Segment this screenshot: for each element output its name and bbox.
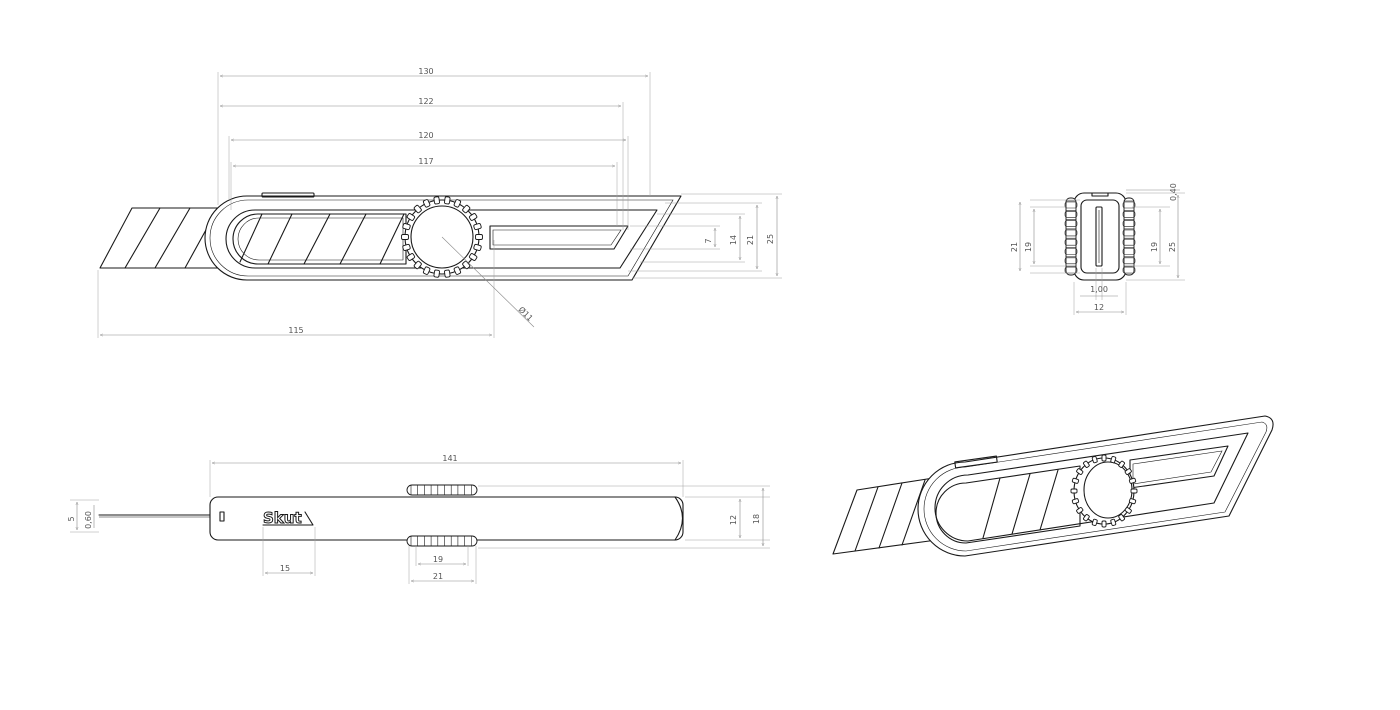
top-view: Skut 141 5 0,60 15 19	[67, 454, 770, 584]
end-dim-25: 25	[1168, 242, 1177, 252]
dim-117: 117	[418, 157, 433, 166]
dim-115: 115	[288, 326, 303, 335]
dim-130: 130	[418, 67, 433, 76]
top-dim-5: 5	[67, 516, 76, 521]
top-dim-15: 15	[280, 564, 290, 573]
dim-25: 25	[766, 234, 775, 244]
top-dim-141: 141	[442, 454, 457, 463]
logo-text: Skut	[263, 509, 302, 527]
dim-21: 21	[746, 235, 755, 245]
end-dim-12: 12	[1094, 303, 1104, 312]
top-dimensions: 141 5 0,60 15 19 21 12	[67, 454, 770, 584]
front-view: 130 122 120 117 115 7 14	[97, 67, 782, 338]
isometric-view	[832, 415, 1274, 557]
top-dim-060: 0,60	[84, 511, 93, 529]
dim-7: 7	[704, 238, 713, 243]
end-dim-19-left: 19	[1024, 242, 1033, 252]
top-dim-21: 21	[433, 572, 443, 581]
top-dim-12: 12	[729, 515, 738, 525]
dim-122: 122	[418, 97, 433, 106]
top-dim-19: 19	[433, 555, 443, 564]
end-dim-19-right: 19	[1150, 242, 1159, 252]
end-dim-100: 1,00	[1090, 285, 1108, 294]
end-dim-040: 0,40	[1169, 183, 1178, 201]
end-view: 21 19 19 25 0,40 1,00 12	[1010, 183, 1185, 315]
end-dim-21: 21	[1010, 242, 1019, 252]
dim-120: 120	[418, 131, 433, 140]
end-dimensions: 21 19 19 25 0,40 1,00 12	[1010, 183, 1185, 315]
dim-diameter: Ø11	[517, 304, 536, 323]
skut-logo: Skut	[262, 509, 314, 528]
dim-14: 14	[729, 235, 738, 245]
top-dim-18: 18	[752, 514, 761, 524]
